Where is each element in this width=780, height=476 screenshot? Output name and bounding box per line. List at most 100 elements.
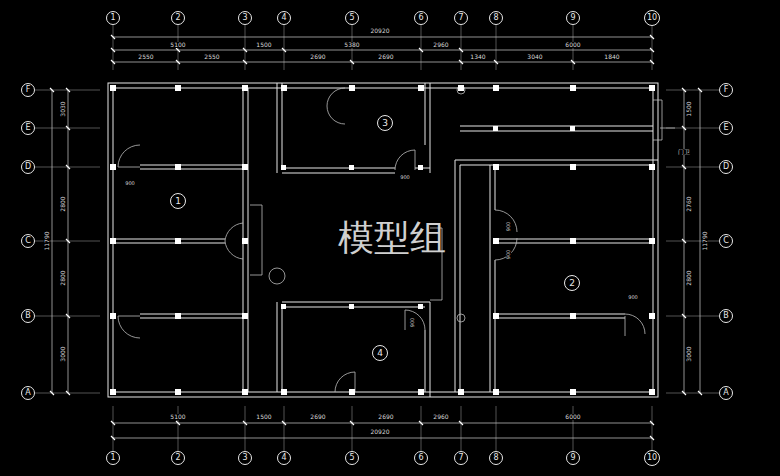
axis-bubble: 9 (566, 11, 580, 25)
bubble-text: 3 (242, 14, 247, 22)
dimension-text: 900 (124, 181, 136, 186)
axis-bubble: 8 (489, 11, 503, 25)
axis-bubble: 6 (414, 11, 428, 25)
bubble-text: 1 (175, 197, 181, 206)
dimension-text: 900 (410, 316, 415, 328)
bubble-text: 8 (493, 454, 498, 462)
axis-bubble: 2 (171, 451, 185, 465)
dimension-text: 1500 (255, 414, 272, 420)
dimension-text: 门卫 (677, 149, 691, 155)
axis-bubble: B (719, 309, 733, 323)
bubble-text: 4 (281, 454, 286, 462)
bubble-text: 10 (647, 14, 657, 22)
bubble-text: 9 (570, 14, 575, 22)
bubble-text: 4 (377, 349, 383, 358)
bubble-text: A (25, 389, 30, 397)
axis-bubble: B (21, 309, 35, 323)
bubble-text: 1 (110, 14, 115, 22)
dimension-text: 1340 (469, 54, 486, 60)
dimension-text: 1500 (255, 42, 272, 48)
bubble-text: 3 (242, 454, 247, 462)
axis-bubble: F (21, 83, 35, 97)
watermark: 模型组 (337, 220, 447, 256)
dimension-text: 2690 (377, 54, 394, 60)
bubble-text: 8 (493, 14, 498, 22)
bubble-text: 1 (110, 454, 115, 462)
dimension-text: 3030 (60, 100, 66, 117)
axis-bubble: 5 (345, 11, 359, 25)
axis-bubble: 4 (277, 451, 291, 465)
bubble-text: F (26, 86, 31, 94)
axis-bubble: 8 (489, 451, 503, 465)
dimension-text: 2550 (203, 54, 220, 60)
axis-bubble: 7 (454, 11, 468, 25)
room-number: 1 (170, 193, 186, 209)
bubble-text: 6 (418, 454, 423, 462)
dimension-text: 20920 (369, 429, 390, 435)
dimension-text: 3000 (60, 345, 66, 362)
axis-bubble: 2 (171, 11, 185, 25)
axis-bubble: 3 (238, 451, 252, 465)
axis-bubble: 1 (106, 11, 120, 25)
bubble-text: B (723, 312, 729, 320)
axis-bubble: 10 (644, 450, 660, 466)
bubble-text: D (723, 163, 729, 171)
axis-bubble: 4 (277, 11, 291, 25)
axis-bubble: C (719, 234, 733, 248)
dimension-text: 11790 (44, 230, 50, 251)
bubble-text: F (724, 86, 729, 94)
axis-bubble: 7 (454, 451, 468, 465)
dimension-text: 6000 (564, 414, 581, 420)
bubble-text: 2 (175, 454, 180, 462)
dimension-text: 2800 (686, 269, 692, 286)
bubble-text: 9 (570, 454, 575, 462)
bubble-text: C (25, 237, 31, 245)
bubble-text: 5 (349, 14, 354, 22)
dimension-text: 3040 (526, 54, 543, 60)
axis-bubble: A (719, 386, 733, 400)
axis-bubble: E (719, 121, 733, 135)
axis-bubble: D (719, 160, 733, 174)
dimension-text: 2800 (60, 195, 66, 212)
bubble-text: D (25, 163, 31, 171)
dimension-text: 2760 (686, 195, 692, 212)
axis-bubble: F (719, 83, 733, 97)
dimension-text: 2960 (432, 414, 449, 420)
dimension-text: 900 (506, 220, 511, 232)
bubble-text: E (25, 124, 30, 132)
bubble-text: 2 (569, 279, 575, 288)
axis-bubble: D (21, 160, 35, 174)
dimension-text: 2690 (309, 414, 326, 420)
bubble-text: 4 (281, 14, 286, 22)
axis-bubble: C (21, 234, 35, 248)
dimension-text: 5100 (169, 42, 186, 48)
dimension-text: 3000 (686, 345, 692, 362)
bubble-text: 6 (418, 14, 423, 22)
room-number: 2 (564, 275, 580, 291)
dimension-text: 2690 (309, 54, 326, 60)
bubble-text: 2 (175, 14, 180, 22)
axis-bubble: 3 (238, 11, 252, 25)
dimension-text: 900 (399, 175, 411, 180)
dimension-text: 2800 (60, 269, 66, 286)
axis-bubble: 6 (414, 451, 428, 465)
axis-bubble: E (21, 121, 35, 135)
bubble-text: 7 (458, 14, 463, 22)
dimension-text: 900 (506, 248, 511, 260)
dimension-text: 5380 (343, 42, 360, 48)
bubble-text: C (723, 237, 729, 245)
dimension-text: 1500 (686, 100, 692, 117)
dimension-text: 2690 (377, 414, 394, 420)
bubble-text: 5 (349, 454, 354, 462)
axis-bubble: 5 (345, 451, 359, 465)
room-number: 3 (377, 115, 393, 131)
bubble-text: B (25, 312, 31, 320)
room-number: 4 (372, 345, 388, 361)
axis-bubble: 1 (106, 451, 120, 465)
bubble-text: A (723, 389, 728, 397)
dimension-text: 11790 (702, 230, 708, 251)
dimension-text: 900 (627, 295, 639, 300)
dimension-text: 20920 (369, 28, 390, 34)
